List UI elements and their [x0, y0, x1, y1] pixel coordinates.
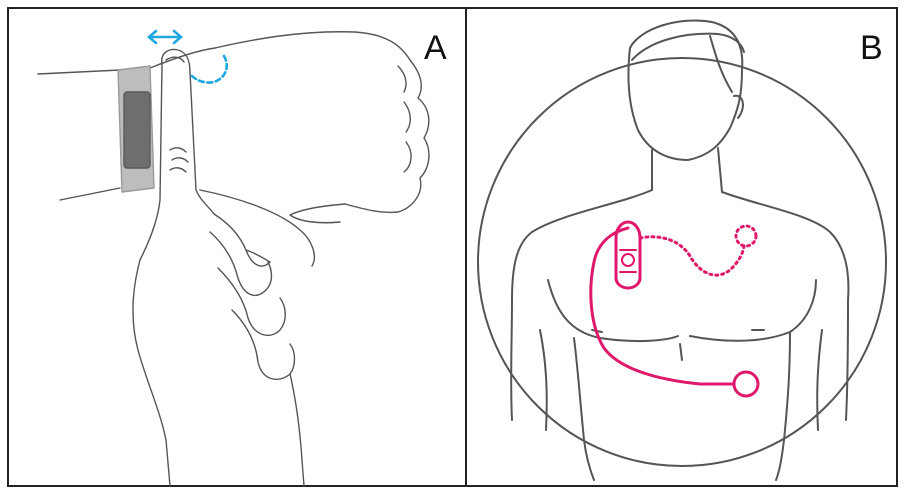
panel-b-illustration: [478, 20, 886, 480]
knuckle-3: [404, 142, 411, 172]
right-pec: [690, 280, 816, 341]
alternate-lead-dotted: [640, 237, 744, 275]
alternate-electrode-dotted-circle: [736, 226, 756, 246]
forearm-bottom-edge: [60, 188, 120, 200]
ring-finger-curl: [218, 268, 285, 335]
torso-left: [574, 338, 594, 480]
knuckle-1: [398, 66, 406, 92]
neck-right: [718, 148, 722, 192]
left-arm-inner: [540, 330, 547, 430]
lower-electrode-circle: [734, 372, 758, 396]
torso-circle: [478, 58, 886, 466]
lower-hand-right: [290, 374, 304, 486]
knuckle-2: [404, 102, 410, 132]
middle-finger-curl: [210, 232, 272, 295]
tucked-thumb: [290, 204, 345, 223]
panel-a-illustration: [38, 32, 429, 486]
finger-join: [246, 250, 270, 262]
right-arm-inner: [817, 330, 822, 430]
panel-label-a: A: [424, 31, 447, 65]
left-shoulder-arm: [511, 190, 652, 420]
forearm-top-edge: [38, 70, 120, 74]
sternum-line: [680, 344, 682, 360]
panel-label-b: B: [860, 31, 883, 65]
ecg-lead-wire: [591, 228, 734, 384]
fist-outline: [215, 32, 429, 213]
head: [628, 20, 742, 160]
hairline: [632, 34, 744, 60]
pulse-indicator: [149, 31, 227, 83]
finger-crease-2: [172, 158, 188, 162]
finger-crease-1: [170, 148, 186, 152]
left-pec: [548, 280, 678, 341]
middle-finger-top: [214, 214, 270, 266]
index-finger: [162, 50, 214, 214]
torso-right: [776, 332, 790, 480]
ecg-patch-device: [591, 222, 758, 396]
wrist-top-edge: [150, 48, 215, 68]
pulse-point-dashed-circle: [192, 56, 227, 83]
finger-crease-3: [170, 168, 186, 172]
lower-hand-left: [133, 260, 170, 486]
wristband-screen: [124, 92, 150, 168]
recorder-button-circle: [622, 254, 634, 266]
